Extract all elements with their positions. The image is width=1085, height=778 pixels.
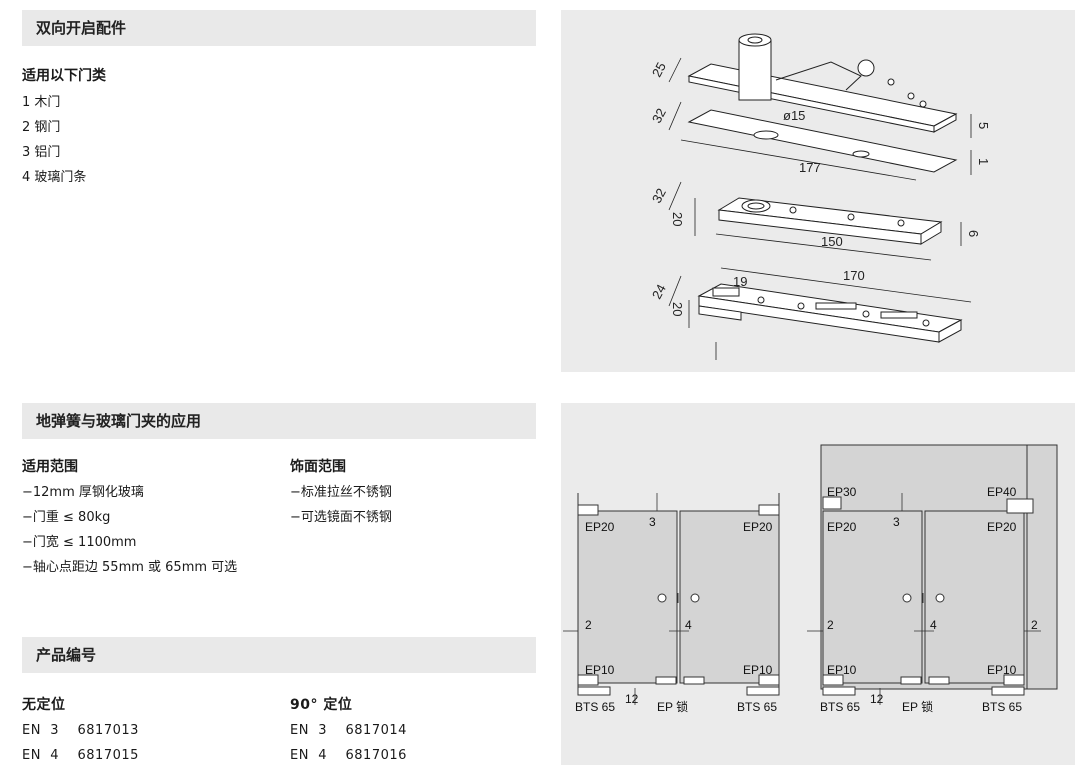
application-range: 适用范围 −12mm 厚钢化玻璃 −门重 ≤ 80kg −门宽 ≤ 1100mm… xyxy=(22,455,237,580)
list-item: 4 玻璃门条 xyxy=(22,170,87,185)
list-item: EN 4 6817016 xyxy=(290,748,407,763)
hold-open-90-codes: 90° 定位 EN 3 6817014 EN 4 6817016 xyxy=(290,693,407,768)
dim-middle-thickness: 6 xyxy=(966,230,981,237)
applicable-doors-heading: 适用以下门类 xyxy=(22,68,106,84)
list-item: −可选镜面不锈钢 xyxy=(290,510,392,525)
spindle xyxy=(738,39,772,101)
dim-bottom-height: 20 xyxy=(670,302,685,316)
label-ep20-left: EP20 xyxy=(585,520,615,534)
list-item: EN 3 6817014 xyxy=(290,723,407,738)
label-ep10-right: EP10 xyxy=(743,663,773,677)
list-item: −轴心点距边 55mm 或 65mm 可选 xyxy=(22,560,238,575)
dim-middle-width: 32 xyxy=(649,186,669,206)
list-item: 1 木门 xyxy=(22,95,61,110)
application-range-heading: 适用范围 xyxy=(22,459,78,475)
dim-middle-height: 20 xyxy=(670,212,685,226)
label-ep20-right: EP20 xyxy=(743,520,773,534)
section-header-double-action: 双向开启配件 xyxy=(22,10,536,46)
list-item: EN 3 6817013 xyxy=(22,723,139,738)
finish-range-heading: 饰面范围 xyxy=(290,459,346,475)
list-item: EN 4 6817015 xyxy=(22,748,139,763)
section-header-product-number: 产品编号 xyxy=(22,637,536,673)
dim-diameter: ø15 xyxy=(783,108,805,123)
dim-middle-length: 150 xyxy=(821,234,843,249)
label-ep40: EP40 xyxy=(987,485,1017,499)
list-item: −门重 ≤ 80kg xyxy=(22,510,111,525)
list-item: −标准拉丝不锈钢 xyxy=(290,485,392,500)
dim-bottom-length: 170 xyxy=(843,268,865,283)
hold-open-90-heading: 90° 定位 xyxy=(290,697,353,713)
finish-range: 饰面范围 −标准拉丝不锈钢 −可选镜面不锈钢 xyxy=(290,455,392,530)
dim-bottom-offset: 19 xyxy=(733,274,747,289)
dim-top-length: 177 xyxy=(799,160,821,175)
list-item: −门宽 ≤ 1100mm xyxy=(22,535,137,550)
dim-bottom-width: 24 xyxy=(649,282,669,302)
dim-top-width: 25 xyxy=(649,60,669,80)
list-item: −12mm 厚钢化玻璃 xyxy=(22,485,144,500)
label-ep10-left: EP10 xyxy=(827,663,857,677)
label-gap-center: 4 xyxy=(685,618,692,632)
label-ep30: EP30 xyxy=(827,485,857,499)
label-gap-side-right: 2 xyxy=(1031,618,1038,632)
list-item: 3 铝门 xyxy=(22,145,61,160)
label-gap-top: 3 xyxy=(649,515,656,529)
label-gap-center: 4 xyxy=(930,618,937,632)
dim-spacer-thickness: 1 xyxy=(976,158,991,165)
label-ep-lock: EP 锁 xyxy=(902,699,933,714)
label-bts65-right: BTS 65 xyxy=(737,700,777,714)
label-ep10-left: EP10 xyxy=(585,663,615,677)
double-door-right xyxy=(807,444,1058,705)
list-item: 2 钢门 xyxy=(22,120,61,135)
dim-plate-thickness: 5 xyxy=(976,122,991,129)
pivot-hardware-drawing-panel: 25 32 ø15 5 177 1 32 20 6 150 24 19 170 … xyxy=(561,10,1075,372)
label-gap-side-left: 2 xyxy=(827,618,834,632)
door-type-list: 1 木门 2 钢门 3 铝门 4 玻璃门条 xyxy=(22,90,86,190)
spacer-plate xyxy=(687,109,958,173)
double-door-left xyxy=(563,493,780,705)
label-gap-top: 3 xyxy=(893,515,900,529)
dim-top-plate-width: 32 xyxy=(649,106,669,126)
glass-door-drawing-panel: EP20 EP20 3 2 4 EP10 EP10 12 BTS 65 EP 锁… xyxy=(561,403,1075,765)
label-ep10-right: EP10 xyxy=(987,663,1017,677)
label-ep20-right: EP20 xyxy=(987,520,1017,534)
label-bts65-left: BTS 65 xyxy=(575,700,615,714)
label-bts65-right: BTS 65 xyxy=(982,700,1022,714)
no-hold-open-codes: 无定位 EN 3 6817013 EN 4 6817015 xyxy=(22,693,139,768)
label-ep20-left: EP20 xyxy=(827,520,857,534)
pivot-hardware-drawing: 25 32 ø15 5 177 1 32 20 6 150 24 19 170 … xyxy=(649,33,991,360)
label-ep-lock: EP 锁 xyxy=(657,699,688,714)
no-hold-open-heading: 无定位 xyxy=(22,697,66,713)
label-gap-bottom: 12 xyxy=(870,692,884,706)
label-gap-bottom: 12 xyxy=(625,692,639,706)
label-bts65-left: BTS 65 xyxy=(820,700,860,714)
section-header-floor-spring: 地弹簧与玻璃门夹的应用 xyxy=(22,403,536,439)
label-gap-side: 2 xyxy=(585,618,592,632)
glass-door-layout-drawing: EP20 EP20 3 2 4 EP10 EP10 12 BTS 65 EP 锁… xyxy=(563,444,1058,714)
